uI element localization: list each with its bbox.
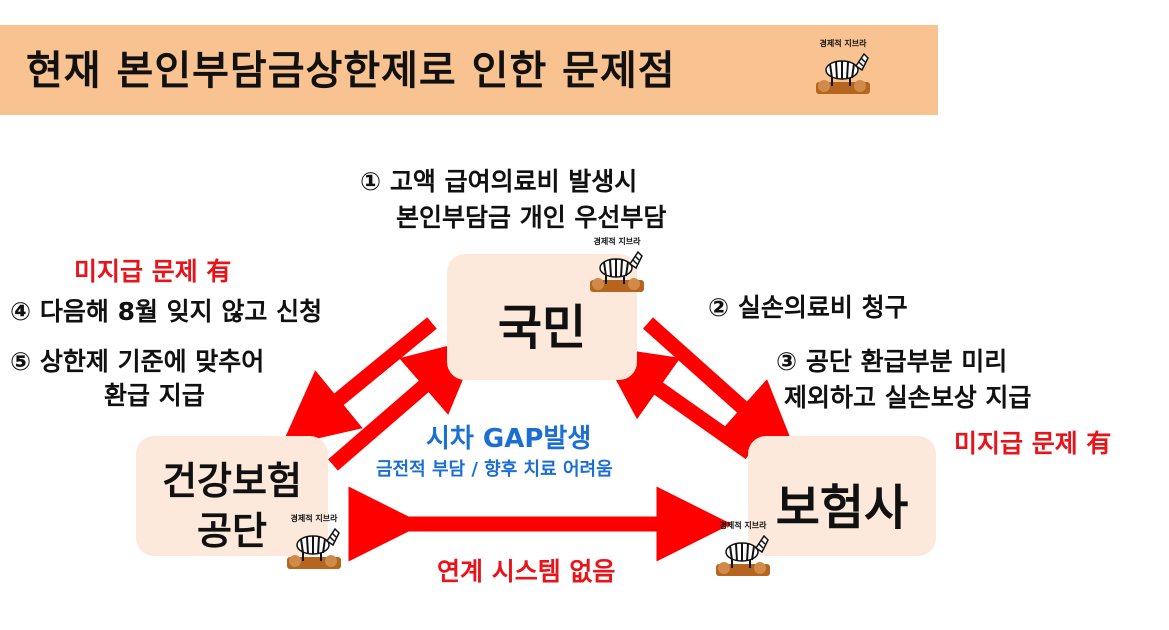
arrow-nhis-to-citizen (328, 337, 481, 471)
node-insurer-label: 보험사 (775, 480, 909, 536)
note-step3-line2: 제외하고 실손보상 지급 (784, 383, 1032, 412)
header-band (0, 25, 938, 115)
note-unpaid-right: 미지급 문제 有 (954, 429, 1112, 458)
note-gap-title: 시차 GAP발생 (426, 424, 592, 454)
logo-label: 경제적 지브라 (819, 39, 867, 48)
node-citizen-label: 국민 (497, 300, 587, 356)
note-step2: ② 실손의료비 청구 (708, 293, 908, 322)
logo-label: 경제적 지브라 (719, 521, 767, 530)
zebra-coins-icon (287, 527, 341, 569)
note-no-link: 연계 시스템 없음 (437, 557, 616, 586)
zebra-coins-icon (716, 534, 770, 576)
logo-label: 경제적 지브라 (290, 514, 338, 523)
zebra-coins-icon (816, 52, 870, 94)
note-unpaid-left: 미지급 문제 有 (74, 257, 232, 286)
arrow-citizen-to-nhis (280, 317, 437, 447)
note-step5-line2: 환급 지급 (104, 381, 205, 410)
node-nhis-label-line1: 건강보험 (162, 459, 302, 503)
logo-label: 경제적 지브라 (593, 237, 641, 246)
zebra-logo: 경제적 지브라 (712, 520, 774, 580)
arrow-citizen-to-insurer (643, 317, 798, 457)
zebra-coins-icon (590, 250, 644, 292)
node-nhis-label-line2: 공단 (197, 509, 267, 553)
zebra-logo: 경제적 지브라 (812, 38, 874, 98)
node-insurer: 보험사 (748, 436, 936, 556)
zebra-logo: 경제적 지브라 (586, 236, 648, 296)
page-title: 현재 본인부담금상한제로 인한 문제점 (26, 48, 676, 94)
arrow-insurer-to-citizen (597, 345, 755, 460)
zebra-logo: 경제적 지브라 (283, 513, 345, 573)
note-gap-subtitle: 금전적 부담 / 향후 치료 어려움 (376, 459, 613, 480)
note-step4: ④ 다음해 8월 잊지 않고 신청 (10, 297, 323, 326)
note-step5-line1: ⑤ 상한제 기준에 맞추어 (10, 347, 265, 376)
note-step1-line2: 본인부담금 개인 우선부담 (396, 203, 667, 232)
note-step1-line1: ① 고액 급여의료비 발생시 (360, 167, 638, 196)
note-step3-line1: ③ 공단 환급부분 미리 (776, 347, 1008, 376)
node-nhis: 건강보험 공단 (136, 436, 328, 556)
